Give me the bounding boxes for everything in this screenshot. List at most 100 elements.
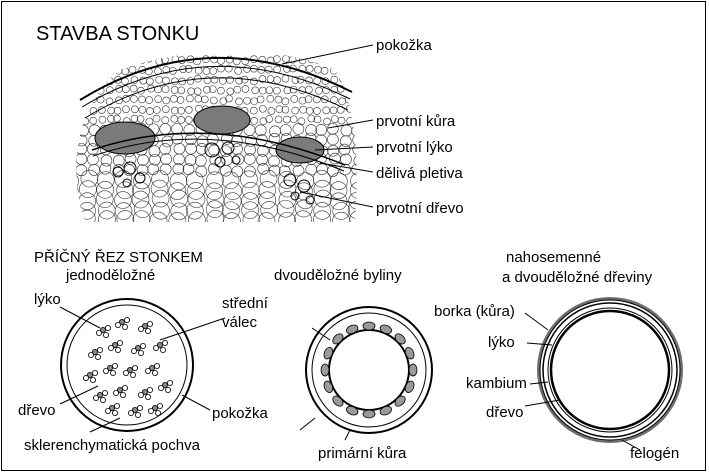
cell [194, 88, 201, 95]
cell [244, 65, 251, 72]
cell [187, 182, 204, 199]
cell [65, 106, 72, 113]
cell [73, 56, 80, 63]
cell [203, 68, 210, 75]
cell [90, 117, 97, 124]
cell [153, 115, 160, 122]
cell [222, 172, 239, 189]
cell [152, 202, 169, 219]
woody-heading-1: nahosemenné [506, 249, 601, 266]
cell [355, 88, 362, 95]
dicot-cross-section [306, 307, 432, 433]
cell [68, 68, 75, 75]
cell [327, 123, 338, 134]
cell [242, 182, 259, 199]
leader-prvotni-drevo [300, 192, 373, 207]
cell [188, 191, 205, 208]
cell [122, 68, 129, 75]
cell [226, 95, 233, 102]
cell [275, 96, 282, 103]
cell [322, 58, 329, 65]
cell [316, 124, 327, 135]
cell [115, 55, 122, 62]
woody-label-felogen: felogén [630, 445, 679, 462]
cell [62, 173, 79, 190]
cell [354, 155, 365, 166]
cell [117, 210, 134, 227]
cell [341, 125, 352, 136]
cell [313, 170, 330, 187]
cell [152, 171, 169, 188]
mono-label-valec: válec [222, 314, 258, 331]
cell [290, 116, 297, 123]
cell [195, 67, 202, 74]
cell [353, 135, 364, 146]
cell [186, 202, 203, 219]
cell [338, 68, 345, 75]
cell [96, 191, 113, 208]
cell [235, 67, 242, 74]
cell [150, 212, 167, 229]
cell [243, 211, 260, 228]
cell [225, 183, 242, 200]
cell [305, 96, 312, 103]
dicot-heading: dvouděložné byliny [274, 267, 402, 284]
cell [163, 97, 170, 104]
cell [354, 66, 361, 73]
cell [346, 76, 353, 83]
vascular-bundle [321, 364, 329, 376]
cell [323, 118, 330, 125]
cell [236, 98, 243, 105]
cell [162, 77, 169, 84]
cell [78, 210, 95, 227]
cell [89, 58, 96, 65]
cell [82, 76, 89, 83]
woody-label-borka: borka (kůra) [434, 303, 515, 320]
cell [201, 96, 208, 103]
cell [339, 76, 346, 83]
cell [356, 77, 363, 84]
cell [79, 202, 96, 219]
cell [314, 107, 321, 114]
cell [323, 107, 330, 114]
cell [266, 116, 273, 123]
cell [171, 107, 178, 114]
cell [330, 182, 347, 199]
cell [60, 200, 77, 217]
cell [349, 192, 366, 209]
cell [275, 116, 282, 123]
cell [171, 115, 178, 122]
cell [97, 181, 114, 198]
cell [221, 154, 232, 165]
cell [74, 86, 81, 93]
cell [79, 181, 96, 198]
cell [177, 96, 184, 103]
cell [76, 165, 87, 176]
label-prvotni-drevo: prvotní dřevo [376, 200, 464, 217]
cell [282, 98, 289, 105]
cell [160, 143, 171, 154]
cell [315, 87, 322, 94]
cell [293, 123, 304, 134]
cell [66, 57, 73, 64]
cell [76, 143, 87, 154]
vascular-bundle [363, 410, 375, 418]
cell [346, 105, 353, 112]
cell [258, 213, 275, 230]
label-prvotni-lyko: prvotní lýko [376, 139, 453, 156]
cell [83, 67, 90, 74]
cell [99, 56, 106, 63]
cell [161, 154, 172, 165]
cell [178, 116, 185, 123]
cell [122, 106, 129, 113]
cell [260, 170, 277, 187]
mono-label-pokozka: pokožka [212, 405, 269, 422]
cell [91, 65, 98, 72]
cell [327, 134, 338, 145]
label-prvotni-kura: prvotní kůra [376, 113, 456, 130]
cell [330, 107, 337, 114]
cell [170, 173, 187, 190]
cell [76, 153, 87, 164]
cell [130, 85, 137, 92]
woody-label-lyko: lýko [488, 334, 515, 351]
